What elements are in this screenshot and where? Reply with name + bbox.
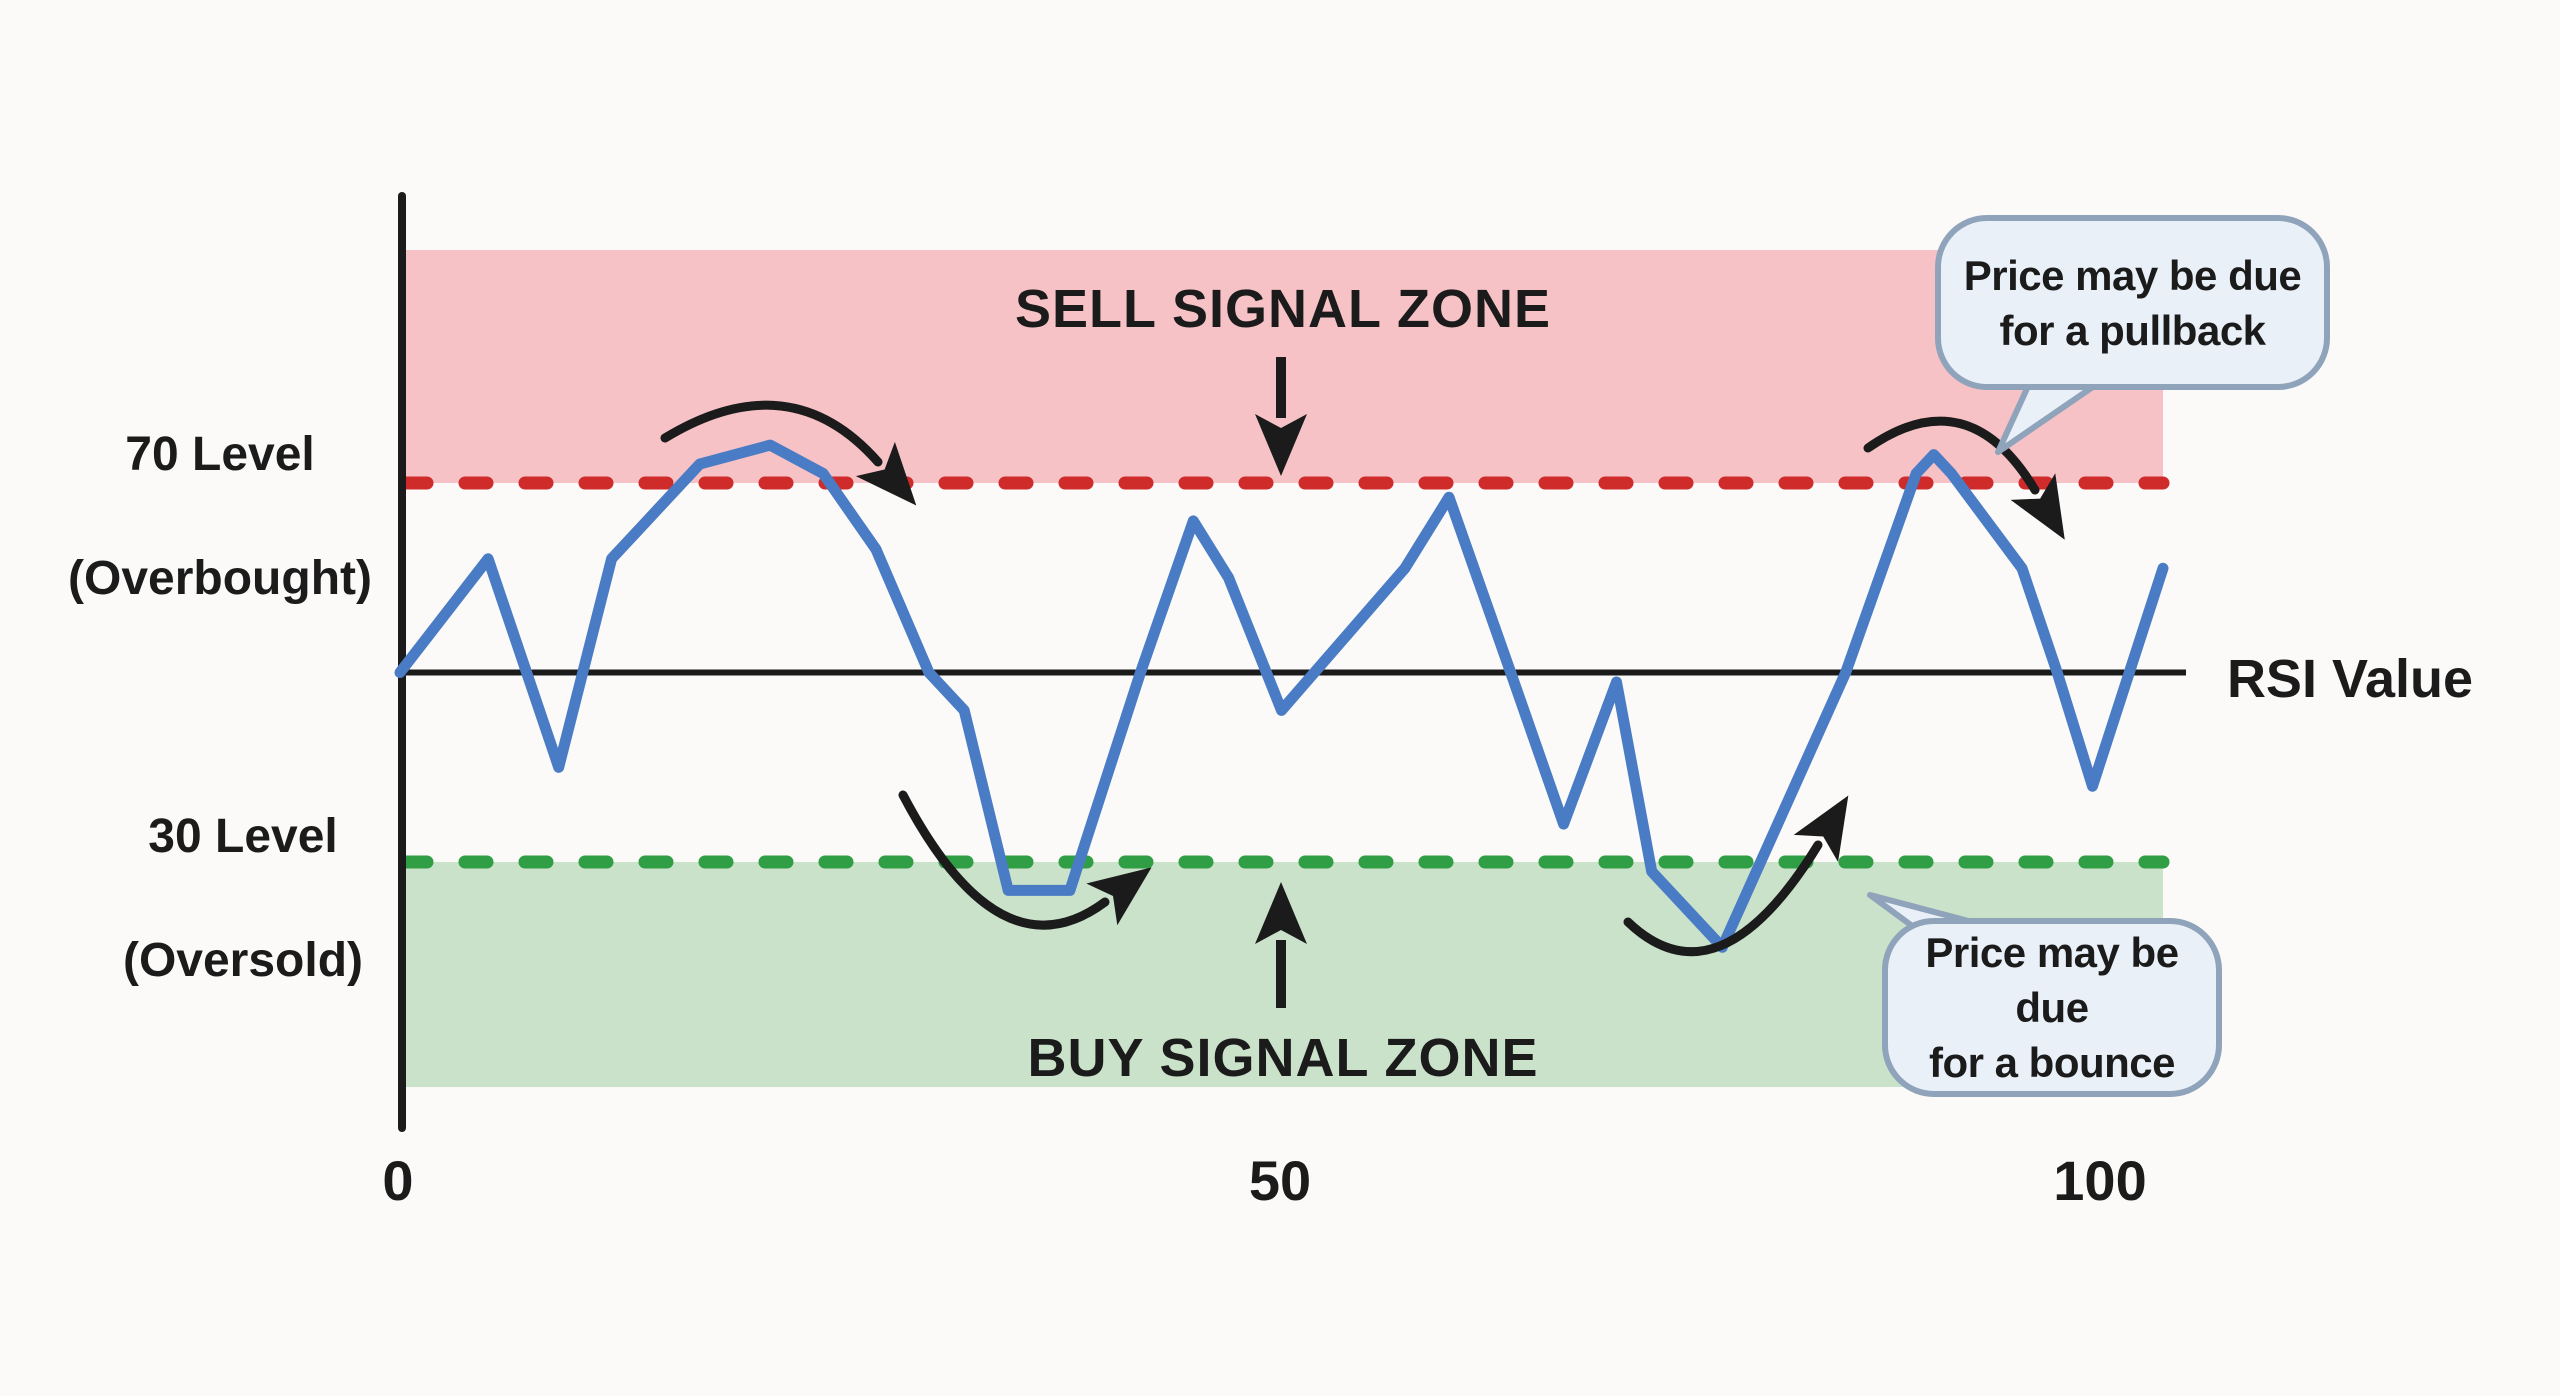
bounce-callout-line1: Price may be due: [1925, 929, 2179, 1031]
buy-signal-zone-label: BUY SIGNAL ZONE: [1027, 1028, 1539, 1088]
curved-arrow-overbought-cross-1-icon: [660, 400, 917, 506]
x-tick-100: 100: [2053, 1149, 2147, 1212]
pullback-callout-bubble: Price may be due for a pullback: [1935, 215, 2330, 390]
rsi-value-axis-label: RSI Value: [2226, 649, 2474, 709]
oversold-level-line2: (Oversold): [122, 934, 364, 987]
oversold-level-label: 30 Level (Oversold): [33, 806, 453, 992]
bounce-callout-bubble: Price may be due for a bounce: [1882, 918, 2222, 1097]
rsi-line: [394, 439, 2169, 953]
curved-arrow-overbought-cross-2-icon: [1863, 416, 2065, 540]
pullback-callout-line2: for a pullback: [1999, 306, 2266, 354]
overbought-level-label: 70 Level (Overbought): [10, 424, 430, 610]
x-tick-50: 50: [1248, 1149, 1312, 1212]
oversold-level-line1: 30 Level: [148, 810, 338, 863]
overbought-level-line1: 70 Level: [125, 428, 315, 481]
overbought-level-line2: (Overbought): [68, 552, 372, 605]
curved-arrow-oversold-cross-2-icon: [1623, 795, 1849, 957]
bounce-callout-line2: for a bounce: [1928, 1039, 2176, 1086]
curved-arrow-oversold-cross-1-icon: [898, 790, 1152, 930]
pullback-callout-line1: Price may be due: [1963, 251, 2302, 299]
sell-signal-zone-label: SELL SIGNAL ZONE: [1014, 279, 1552, 339]
x-tick-0: 0: [382, 1149, 414, 1212]
